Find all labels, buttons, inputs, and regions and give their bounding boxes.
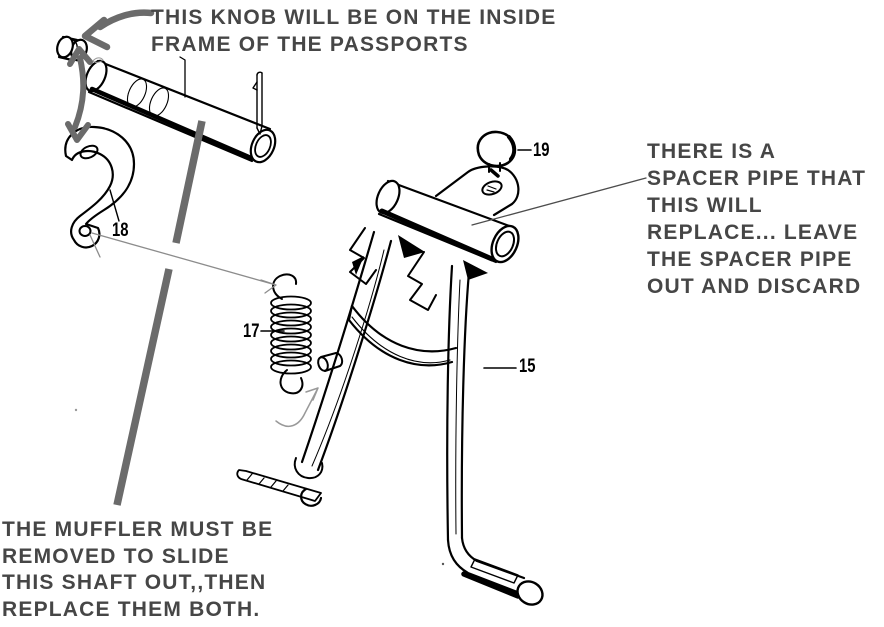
part-label-18: 18: [112, 220, 129, 241]
shaft-part-drawing: [84, 59, 277, 164]
cotter-pin-drawing: [252, 71, 263, 135]
annotation-arrows: [65, 9, 206, 506]
part-label-15: 15: [519, 356, 536, 377]
note-line: THIS WILL: [647, 194, 763, 217]
leader-lines: [74, 57, 647, 428]
note-line: THIS KNOB WILL BE ON THE INSIDE: [151, 6, 557, 29]
note-line: REPLACE THEM BOTH.: [2, 597, 261, 621]
part-label-19: 19: [533, 140, 550, 161]
spacer-note: THERE IS A SPACER PIPE THAT THIS WILL RE…: [647, 138, 866, 300]
spring-part-drawing: [270, 273, 312, 395]
stray-squiggle: [92, 57, 104, 63]
note-line: FRAME OF THE PASSPORTS: [151, 33, 469, 56]
arrow-knob-bracket-icon: [65, 46, 93, 143]
part-label-17: 17: [243, 321, 260, 342]
spring-peg-drawing: [317, 352, 344, 372]
center-stand-drawing: [236, 165, 544, 606]
leader-label-18: [109, 189, 120, 222]
note-line: THE SPACER PIPE: [647, 248, 853, 271]
note-line: REPLACE... LEAVE: [647, 221, 859, 244]
arrow-text-to-knob-icon: [81, 9, 155, 51]
bracket-part-drawing: [64, 125, 136, 249]
shaft-pointer-line: [113, 120, 206, 506]
vertical-tick-line: [179, 56, 186, 98]
note-line: THERE IS A: [647, 140, 777, 163]
curved-arrow-to-peg: [275, 387, 319, 428]
note-line: OUT AND DISCARD: [647, 275, 862, 298]
note-line: SPACER PIPE THAT: [647, 167, 867, 190]
leader-bracket-to-spring: [91, 232, 277, 294]
note-line: THE MUFFLER MUST BE: [2, 518, 274, 541]
stop-knob-drawing: [476, 130, 517, 178]
knob-note: THIS KNOB WILL BE ON THE INSIDE FRAME OF…: [151, 4, 557, 58]
leader-spacer-note: [471, 177, 647, 226]
note-line: REMOVED TO SLIDE: [2, 544, 230, 568]
leader-bracket-short: [89, 234, 101, 258]
note-line: THIS SHAFT OUT,,THEN: [2, 571, 267, 594]
muffler-note: THE MUFFLER MUST BE REMOVED TO SLIDE THI…: [2, 517, 273, 623]
